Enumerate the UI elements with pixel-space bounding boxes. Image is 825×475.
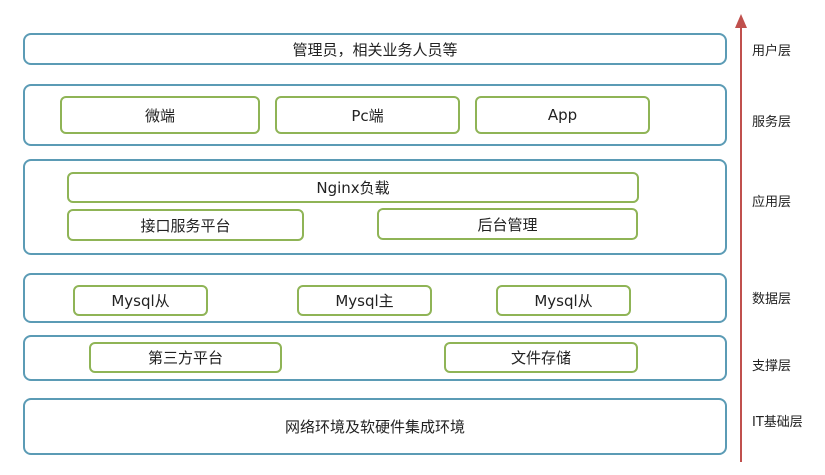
infrastructure-layer-label: IT基础层	[752, 415, 803, 430]
service-box-app: App	[475, 96, 650, 134]
service-box-microclient: 微端	[60, 96, 260, 134]
data-box-mysql-slave-2: Mysql从	[496, 285, 631, 316]
infrastructure-layer-text: 网络环境及软硬件集成环境	[284, 418, 465, 436]
support-layer-label: 支撑层	[752, 359, 792, 374]
service-layer-label: 服务层	[752, 115, 792, 130]
application-box-interface-platform: 接口服务平台	[67, 209, 304, 241]
support-box-file-storage: 文件存储	[444, 342, 638, 373]
application-layer-label: 应用层	[752, 195, 792, 210]
data-layer-label: 数据层	[752, 292, 792, 307]
infrastructure-layer: 网络环境及软硬件集成环境	[23, 398, 727, 455]
data-box-mysql-master: Mysql主	[297, 285, 432, 316]
application-box-backend-admin: 后台管理	[377, 208, 638, 240]
support-box-third-party: 第三方平台	[89, 342, 282, 373]
user-layer-text: 管理员，相关业务人员等	[292, 40, 458, 59]
application-box-nginx: Nginx负载	[67, 172, 639, 203]
data-box-mysql-slave-1: Mysql从	[73, 285, 208, 316]
user-layer: 管理员，相关业务人员等	[23, 33, 727, 65]
service-box-pc: Pc端	[275, 96, 460, 134]
user-layer-label: 用户层	[752, 44, 792, 59]
upward-arrow-icon	[735, 14, 747, 462]
